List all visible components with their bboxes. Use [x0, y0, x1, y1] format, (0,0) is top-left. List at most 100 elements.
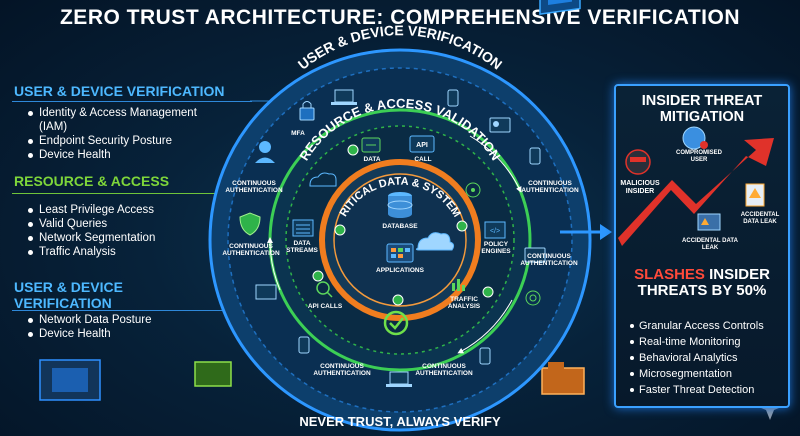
phone-icon [447, 89, 459, 107]
mfa-label: MFA [291, 130, 305, 137]
applications-label: APPLICATIONS [376, 267, 425, 274]
warning-document-icon [745, 183, 765, 207]
section-heading-resource-access: RESOURCE & ACCESS [14, 173, 170, 189]
chip-icon [39, 359, 101, 401]
check-icon [334, 224, 346, 236]
mitigation-list: Granular Access Controls Real-time Monit… [630, 318, 764, 398]
check-icon [347, 144, 359, 156]
folder-icon [541, 362, 585, 395]
laptop-icon [331, 89, 357, 105]
lock-icon [299, 101, 315, 121]
insider-threat-title: INSIDER THREAT MITIGATION [641, 93, 763, 125]
page-title: ZERO TRUST ARCHITECTURE: COMPREHENSIVE V… [59, 6, 741, 29]
chip-icon [194, 361, 232, 387]
list-item: Real-time Monitoring [630, 334, 764, 350]
applications-icon [386, 243, 414, 263]
compromised-user-label: COMPROMISED USER [676, 150, 723, 163]
connector-arrowhead [600, 224, 612, 240]
list-item: Device Health [28, 327, 228, 341]
call-label: CALL [414, 156, 432, 163]
insider-threat-panel: INSIDER THREAT MITIGATION MALICIOUS INSI… [614, 84, 790, 408]
flow-arrow [457, 299, 513, 354]
chip-icon [539, 0, 581, 15]
cloud-network-icon [309, 172, 337, 187]
list-item: Microsegmentation [630, 366, 764, 382]
user-card-icon [524, 247, 546, 263]
continuous-auth-label: CONTINUOUS AUTHENTICATION [222, 243, 280, 257]
list-item: Device Health [28, 148, 228, 162]
accidental-data-leak-label: ACCIDENTAL DATA LEAK [740, 212, 780, 225]
warning-folder-icon [697, 213, 721, 231]
malicious-insider-icon [625, 149, 651, 175]
list-item: Least Privilege Access [28, 203, 228, 217]
check-icon [482, 286, 494, 298]
list-item: Granular Access Controls [630, 318, 764, 334]
divider [12, 101, 252, 102]
phone-icon [529, 147, 541, 165]
flow-arrow [267, 237, 281, 291]
traffic-analysis-label: TRAFFIC ANALYSIS [447, 296, 481, 310]
policy-engines-label: POLICY ENGINES [481, 241, 511, 255]
trend-arrow [618, 138, 774, 246]
footer-tagline: NEVER TRUST, ALWAYS VERIFY [299, 414, 501, 429]
check-icon [392, 294, 404, 306]
continuous-auth-label: CONTINUOUS AUTHENTICATION [520, 253, 578, 267]
verified-check-icon [383, 310, 409, 336]
continuous-auth-label: CONTINUOUS AUTHENTICATION [521, 180, 579, 194]
list-item: Network Segmentation [28, 231, 228, 245]
inner-ring-core [333, 173, 467, 307]
phone-icon [298, 336, 310, 354]
resource-access-list: Least Privilege Access Valid Queries Net… [28, 203, 228, 259]
user-shield-icon [255, 141, 275, 163]
data-icon [361, 137, 381, 153]
stat-insider: INSIDER [709, 266, 770, 283]
continuous-auth-label: CONTINUOUS AUTHENTICATION [225, 180, 283, 194]
shield-icon [239, 212, 261, 236]
continuous-auth-label: CONTINUOUS AUTHENTICATION [313, 363, 371, 377]
network-icon [465, 182, 481, 198]
section-heading-user-device-2: USER & DEVICE VERIFICATION [14, 279, 123, 311]
stat-threats: THREATS BY 50% [637, 282, 767, 299]
list-item: Traffic Analysis [28, 245, 228, 259]
code-icon: </> [484, 221, 506, 239]
list-item: Identity & Access Management (IAM) [28, 106, 228, 134]
malicious-insider-label: MALICIOUS INSIDER [620, 180, 660, 195]
divider [12, 310, 252, 311]
api-icon [409, 135, 435, 153]
list-item: Behavioral Analytics [630, 350, 764, 366]
check-icon [312, 270, 324, 282]
compromised-user-icon [682, 126, 708, 150]
user-device-list: Identity & Access Management (IAM) Endpo… [28, 106, 228, 162]
database-icon [387, 192, 413, 218]
continuous-auth-label: CONTINUOUS AUTHENTICATION [415, 363, 473, 377]
api-label: API [416, 142, 428, 149]
svg-text:</>: </> [490, 228, 500, 235]
flow-arrow [469, 135, 522, 193]
database-label: DATABASE [382, 223, 418, 230]
cloud-icon [415, 232, 455, 251]
list-item: Faster Threat Detection [630, 382, 764, 398]
divider [12, 193, 252, 194]
accidental-data-leak-label: ACCIDENTAL DATA LEAK [682, 238, 738, 251]
stream-icon [292, 219, 314, 237]
laptop-icon [386, 371, 412, 387]
list-item: Valid Queries [28, 217, 228, 231]
monitor-icon [255, 284, 277, 300]
chart-icon [452, 279, 465, 291]
data-label: DATA [363, 156, 381, 163]
check-icon [456, 220, 468, 232]
stat-headline: SLASHES INSIDER THREATS BY 50% [616, 267, 788, 299]
threat-graphic [618, 126, 774, 246]
section-heading-user-device: USER & DEVICE VERIFICATION [14, 83, 225, 99]
phone-icon [479, 347, 491, 365]
data-streams-label: DATA STREAMS [286, 240, 318, 254]
user-device-list-2: Network Data Posture Device Health [28, 313, 228, 341]
stat-slashes: SLASHES [634, 266, 705, 283]
search-icon [316, 281, 333, 298]
api-calls-label: API CALLS [307, 303, 343, 310]
user-card-icon [489, 117, 511, 133]
list-item: Network Data Posture [28, 313, 228, 327]
